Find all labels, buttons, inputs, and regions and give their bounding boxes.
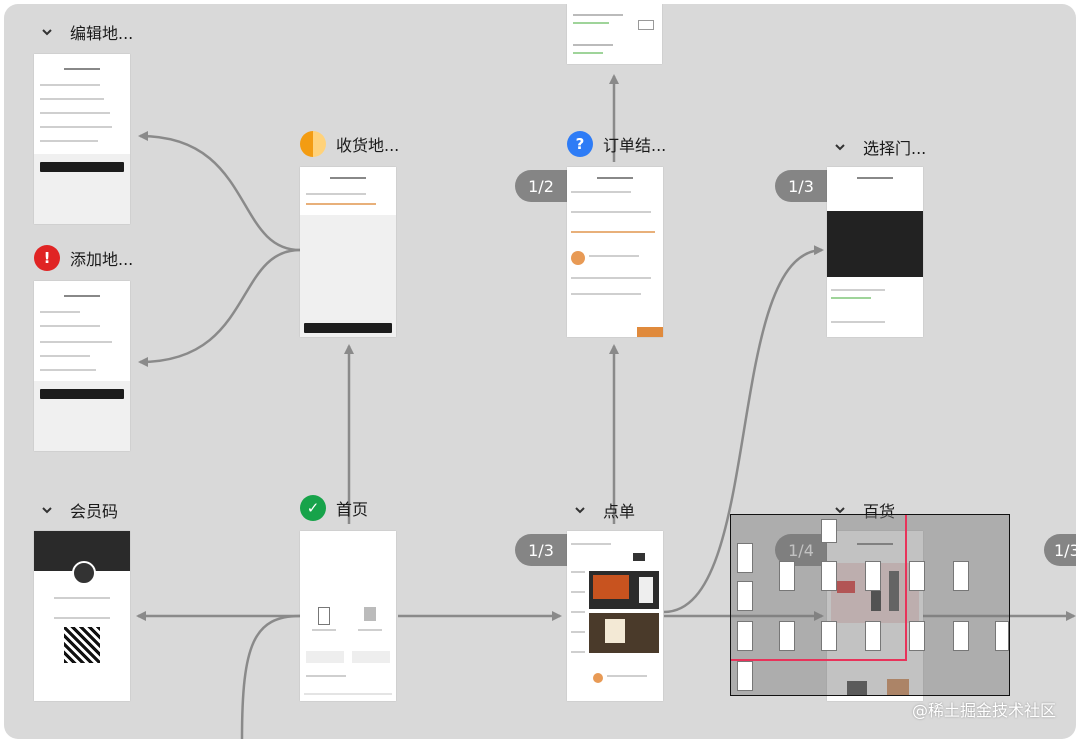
- screen-add-address[interactable]: [34, 281, 130, 451]
- watermark: @稀土掘金技术社区: [911, 701, 1056, 720]
- node-title-select-store[interactable]: 选择门...: [835, 135, 926, 159]
- avatar: [72, 561, 96, 585]
- node-title-text: 选择门...: [863, 139, 927, 158]
- node-title-text: 编辑地...: [70, 24, 134, 43]
- screen-home[interactable]: [300, 531, 396, 701]
- screen-select-store[interactable]: [827, 167, 923, 337]
- arrow-shipping-to-add: [138, 248, 301, 367]
- screen-shipping-address[interactable]: [300, 167, 396, 337]
- screen-edit-address[interactable]: [34, 54, 130, 224]
- arrow-shipping-to-edit: [138, 131, 301, 252]
- minimap-overlay[interactable]: [730, 514, 1010, 696]
- arrow-incoming-home: [240, 614, 301, 739]
- screen-member-code[interactable]: [34, 531, 130, 701]
- node-title-order-menu[interactable]: 点单: [575, 498, 635, 522]
- node-title-edit-address[interactable]: 编辑地...: [42, 20, 133, 44]
- promo-image: [589, 613, 659, 653]
- highlight-line-vertical: [905, 515, 907, 661]
- half-circle-icon: [300, 131, 326, 157]
- chevron-down-icon: [575, 507, 585, 514]
- map-view: [827, 211, 923, 277]
- node-title-order-checkout[interactable]: ? 订单结...: [567, 131, 666, 157]
- chevron-down-icon: [42, 29, 52, 36]
- node-title-text: 订单结...: [603, 136, 667, 155]
- node-title-shipping-address[interactable]: 收货地...: [300, 131, 399, 157]
- highlight-line-horizontal: [731, 659, 907, 661]
- error-icon: !: [34, 245, 60, 271]
- node-title-home[interactable]: ✓ 首页: [300, 495, 368, 521]
- node-title-text: 会员码: [70, 502, 119, 521]
- screen-order-checkout[interactable]: [567, 167, 663, 337]
- node-title-department-store[interactable]: 百货: [835, 498, 895, 522]
- qr-code-icon: [64, 627, 100, 663]
- node-title-text: 收货地...: [336, 136, 400, 155]
- screen-top-partial[interactable]: [567, 4, 662, 64]
- node-title-text: 首页: [336, 500, 369, 519]
- page-indicator[interactable]: 1/2: [515, 170, 567, 202]
- flow-connections: [136, 74, 1076, 739]
- banner: [589, 571, 659, 609]
- node-title-text: 添加地...: [70, 250, 134, 269]
- page-indicator[interactable]: 1/3: [515, 534, 567, 566]
- page-indicator[interactable]: 1/3: [775, 170, 827, 202]
- question-icon: ?: [567, 131, 593, 157]
- node-title-text: 点单: [603, 502, 636, 521]
- screen-order-menu[interactable]: [567, 531, 663, 701]
- node-title-text: 百货: [863, 502, 896, 521]
- page-indicator[interactable]: 1/3: [1044, 534, 1076, 566]
- chevron-down-icon: [42, 507, 52, 514]
- check-icon: ✓: [300, 495, 326, 521]
- prototype-canvas[interactable]: 编辑地... ! 添加地... 收货地... 1/2: [4, 4, 1076, 739]
- node-title-member-code[interactable]: 会员码: [42, 498, 118, 522]
- node-title-add-address[interactable]: ! 添加地...: [34, 245, 133, 271]
- arrow-order-to-store: [663, 245, 824, 614]
- chevron-down-icon: [835, 144, 845, 151]
- chevron-down-icon: [835, 507, 845, 514]
- page-indicator[interactable]: 1/4: [775, 534, 827, 566]
